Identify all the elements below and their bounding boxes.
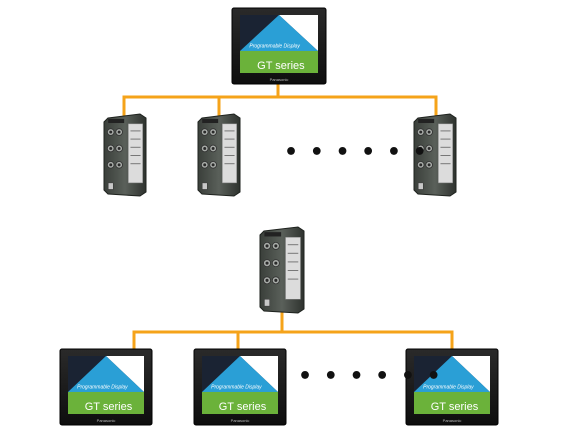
plc-label-panel — [285, 237, 301, 300]
plc-terminal-screw — [419, 146, 423, 150]
plc-terminal-screw — [265, 261, 269, 265]
hmi-brand-label: Panasonic — [97, 418, 116, 423]
plc-controller-top-2 — [197, 113, 241, 197]
plc-label-panel — [438, 123, 453, 184]
plc-terminal-screw — [117, 146, 121, 150]
plc-terminal-screw — [427, 130, 431, 134]
ellipsis-bottom: • • • • • • — [298, 364, 443, 389]
plc-label-line — [224, 146, 235, 148]
plc-label-line — [440, 146, 451, 148]
hmi-screen-green-band — [414, 391, 490, 414]
plc-label-panel — [222, 123, 237, 184]
plc-label-line — [287, 278, 299, 280]
plc-label-line — [440, 155, 451, 156]
plc-label-line — [130, 163, 141, 165]
plc-terminal-screw — [265, 278, 269, 282]
plc-controller-bottom-hub — [259, 226, 305, 314]
plc-terminal-screw — [109, 146, 113, 150]
plc-top-vent — [202, 118, 219, 124]
hmi-subtitle: Programmable Display — [249, 43, 300, 49]
plc-label-line — [287, 261, 299, 263]
plc-label-line — [224, 155, 235, 156]
hmi-screen-green-band — [202, 391, 278, 414]
plc-top-vent — [108, 118, 125, 124]
plc-label-line — [130, 130, 141, 132]
hmi-screen-green-band — [68, 391, 144, 414]
hmi-series-label: GT series — [257, 60, 305, 72]
plc-terminal-screw — [427, 146, 431, 150]
plc-terminal-screw — [427, 163, 431, 167]
plc-controller-top-1 — [103, 113, 147, 197]
hmi-series-label: GT series — [219, 401, 267, 413]
hmi-screen-green-band — [240, 50, 318, 73]
plc-terminal-screw — [109, 130, 113, 134]
plc-top-vent — [418, 118, 435, 124]
hmi-brand-label: Panasonic — [231, 418, 250, 423]
plc-port — [107, 182, 114, 190]
hmi-screen-white-wedge — [106, 356, 144, 392]
plc-port — [417, 182, 424, 190]
plc-label-line — [224, 138, 235, 140]
plc-label-line — [287, 270, 299, 271]
ellipsis-top: • • • • • • — [284, 140, 429, 165]
plc-terminal-screw — [274, 261, 278, 265]
hmi-brand-label: Panasonic — [270, 77, 289, 82]
plc-label-panel — [128, 123, 143, 184]
top-network-wiring — [122, 82, 438, 119]
plc-terminal-screw — [203, 130, 207, 134]
plc-terminal-screw — [419, 163, 423, 167]
hmi-brand-label: Panasonic — [443, 418, 462, 423]
hmi-series-label: GT series — [431, 401, 479, 413]
hmi-screen-white-wedge — [240, 356, 278, 392]
plc-label-line — [287, 244, 299, 246]
hmi-subtitle: Programmable Display — [211, 384, 262, 390]
plc-label-line — [130, 155, 141, 156]
plc-controller-top-3 — [413, 113, 457, 197]
plc-port — [201, 182, 208, 190]
plc-terminal-screw — [265, 244, 269, 248]
plc-terminal-screw — [274, 244, 278, 248]
plc-label-line — [440, 130, 451, 132]
hmi-screen-white-wedge — [452, 356, 490, 392]
plc-terminal-screw — [203, 146, 207, 150]
plc-label-line — [224, 163, 235, 165]
plc-terminal-screw — [117, 163, 121, 167]
plc-terminal-screw — [211, 130, 215, 134]
plc-label-line — [287, 252, 299, 254]
plc-terminal-screw — [211, 163, 215, 167]
hmi-subtitle: Programmable Display — [77, 384, 128, 390]
plc-terminal-screw — [109, 163, 113, 167]
hmi-subtitle: Programmable Display — [423, 384, 474, 390]
bottom-network-wiring — [132, 310, 454, 352]
plc-label-line — [440, 138, 451, 140]
hmi-series-label: GT series — [85, 401, 133, 413]
plc-terminal-screw — [211, 146, 215, 150]
plc-label-line — [440, 163, 451, 165]
plc-port — [264, 298, 270, 307]
plc-label-line — [130, 146, 141, 148]
plc-label-line — [224, 130, 235, 132]
plc-terminal-screw — [203, 163, 207, 167]
plc-terminal-screw — [419, 130, 423, 134]
plc-top-vent — [264, 232, 282, 237]
plc-label-line — [130, 138, 141, 140]
plc-terminal-screw — [117, 130, 121, 134]
plc-terminal-screw — [274, 278, 278, 282]
